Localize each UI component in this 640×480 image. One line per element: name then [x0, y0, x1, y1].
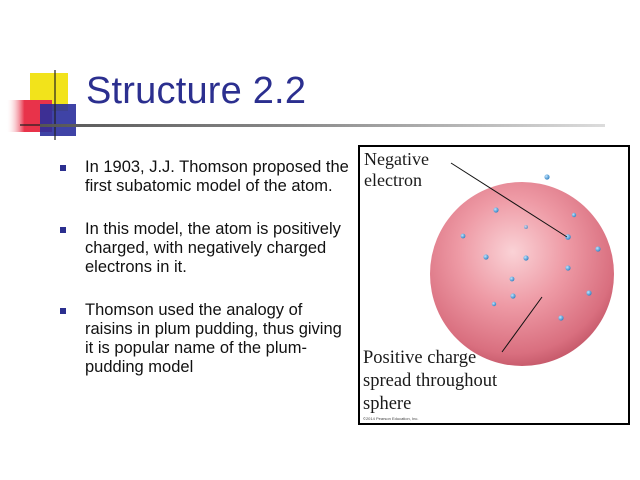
- electron-dot: [493, 207, 499, 213]
- negative-electron-pointer: [450, 162, 568, 238]
- square-bullet-icon: [60, 165, 66, 171]
- electron-dot: [510, 293, 516, 299]
- slide-title: Structure 2.2: [86, 70, 307, 112]
- electron-dot: [544, 174, 550, 180]
- electron-dot: [571, 212, 577, 218]
- electron-dot: [524, 225, 528, 229]
- electron-dot: [565, 234, 571, 240]
- electrons: [460, 174, 601, 321]
- title-underline: [40, 124, 605, 127]
- bullet-item: Thomson used the analogy of raisins in p…: [60, 301, 350, 377]
- electron-dot: [509, 276, 515, 282]
- positive-sphere: [430, 182, 614, 366]
- bullet-item: In this model, the atom is positively ch…: [60, 220, 350, 277]
- electron-dot: [460, 233, 466, 239]
- electron-dot: [586, 290, 592, 296]
- electron-dot: [565, 265, 571, 271]
- bullet-item: In 1903, J.J. Thomson proposed the first…: [60, 158, 350, 196]
- corner-decoration: [6, 70, 90, 140]
- plum-pudding-diagram: Negative electron Positive charge spread…: [363, 149, 614, 421]
- square-bullet-icon: [60, 308, 66, 314]
- electron-dot: [595, 246, 601, 252]
- electron-dot: [523, 255, 529, 261]
- electron-dot: [491, 301, 497, 307]
- electron-dot: [483, 254, 489, 260]
- bullet-text: In this model, the atom is positively ch…: [85, 220, 341, 276]
- label-positive-charge: Positive charge spread throughout sphere: [363, 348, 502, 414]
- plum-pudding-figure: Negative electron Positive charge spread…: [358, 145, 630, 425]
- electron-dot: [558, 315, 564, 321]
- copyright-text: ©2014 Pearson Education, Inc.: [363, 416, 418, 421]
- bullet-text: In 1903, J.J. Thomson proposed the first…: [85, 158, 349, 195]
- square-bullet-icon: [60, 227, 66, 233]
- bullet-text: Thomson used the analogy of raisins in p…: [85, 301, 342, 376]
- positive-charge-pointer: [501, 296, 543, 353]
- label-negative-electron: Negative electron: [364, 149, 433, 190]
- bullet-list: In 1903, J.J. Thomson proposed the first…: [60, 158, 350, 396]
- deco-blue-square: [40, 104, 76, 136]
